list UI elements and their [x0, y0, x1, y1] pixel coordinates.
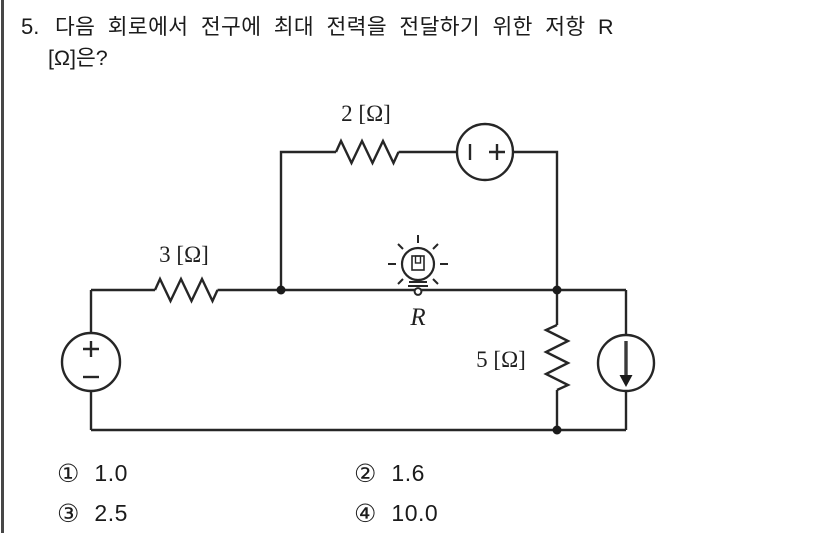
- question-number: 5.: [21, 14, 40, 39]
- bulb-base-nub: [413, 287, 423, 296]
- option-4-marker: ④: [354, 499, 377, 528]
- wire-top-left: [279, 150, 336, 290]
- voltage-source-left-icon: [60, 331, 122, 393]
- question-text-line1: 다음 회로에서 전구에 최대 전력을 전달하기 위한 저항 R: [55, 15, 614, 39]
- wire-top-right: [513, 150, 559, 290]
- current-arrow-head: [619, 375, 633, 387]
- resistor-3ohm: [153, 276, 219, 304]
- top-resistor-label: 2 [Ω]: [341, 101, 391, 126]
- answer-option-2[interactable]: ② 1.6: [354, 461, 425, 486]
- question-text-line2: [Ω]은?: [48, 46, 108, 70]
- current-source-icon: [596, 333, 656, 393]
- bulb-resistance-label: R: [409, 304, 425, 331]
- voltage-source-top-icon: [455, 122, 515, 182]
- option-2-value: 1.6: [391, 460, 425, 486]
- polarity-plus: [83, 341, 99, 357]
- option-1-marker: ①: [57, 459, 80, 488]
- junction-dot: [276, 285, 286, 295]
- option-4-value: 10.0: [391, 500, 439, 526]
- option-3-marker: ③: [57, 499, 80, 528]
- option-3-value: 2.5: [94, 500, 128, 526]
- resistor-2ohm: [334, 138, 400, 166]
- option-1-value: 1.0: [94, 460, 128, 486]
- answer-option-1[interactable]: ① 1.0: [57, 461, 128, 486]
- answer-option-3[interactable]: ③ 2.5: [57, 501, 128, 526]
- answer-option-4[interactable]: ④ 10.0: [354, 501, 438, 526]
- light-bulb-icon: [388, 235, 448, 296]
- bulb-base: [408, 281, 428, 287]
- right-resistor-label: 5 [Ω]: [476, 347, 526, 372]
- option-2-marker: ②: [354, 459, 377, 488]
- junction-dot: [552, 425, 562, 435]
- left-resistor-label: 3 [Ω]: [159, 242, 209, 267]
- bulb-rays: [388, 235, 448, 285]
- polarity-plus: [489, 144, 505, 160]
- page-left-border: [1, 0, 4, 533]
- resistor-5ohm: [543, 323, 571, 392]
- junction-dot: [552, 285, 562, 295]
- bulb-glass: [400, 246, 436, 282]
